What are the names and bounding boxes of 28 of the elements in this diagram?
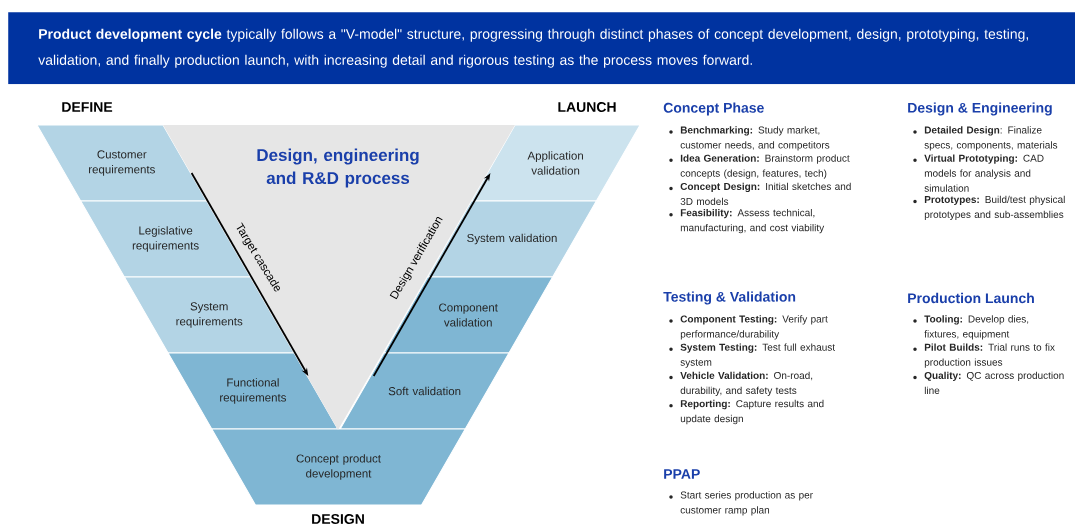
section-heading: Concept Phase [663, 102, 764, 116]
bullet-item: Start series production as per customer ramp plan [680, 491, 813, 516]
bullet-item: Idea Generation: Brainstorm product concepts (design, features, tech) [680, 154, 850, 179]
bullet-item: Vehicle Validation: On-road, durability, and safety tests [680, 371, 813, 396]
bullet-item: System Testing: Test full exhaust system [680, 343, 835, 368]
requirement-band: Customer requirements [36, 124, 208, 202]
header-banner: Product development cycle typically follows a "V-model" structure, progressing through distinct phases of concept development, design, prototyping, testing, validation, and finally production launch, with increasing detail and rigorous testing as the process moves forward. [8, 12, 1075, 85]
development-band: Concept product development [211, 428, 466, 506]
validation-band: Soft validation [339, 352, 510, 430]
bullet-item: Prototypes: Build/test physical prototypes and sub-assemblies [924, 195, 1065, 220]
stage-label: LAUNCH [558, 102, 616, 112]
bullet-item: Component Testing: Verify part performance/durability [680, 315, 828, 340]
section-heading: Design & Engineering [908, 102, 1052, 116]
bullet-item: Feasibility: Assess technical, manufacturing, and cost viability [680, 208, 825, 234]
section-heading: Production Launch [908, 292, 1034, 304]
validation-band: Application validation [470, 124, 641, 202]
bullet-item: Reporting: Capture results and update design [680, 399, 824, 425]
bullet-item: Virtual Prototyping: CAD models for analysis and simulation [924, 154, 1044, 192]
requirement-band: Functional requirements [167, 352, 339, 430]
bullet-item: Benchmarking: Study market, customer needs, and competitors [680, 126, 830, 151]
section-heading: PPAP [664, 469, 700, 479]
section-heading: Testing & Validation [663, 291, 796, 305]
bullet-item: Concept Design: Initial sketches and 3D models [680, 182, 851, 205]
stage-label: DEFINE [62, 102, 113, 112]
bullet-item: Tooling: Develop dies, fixtures, equipment [924, 315, 1029, 340]
bullet-item: Quality: QC across production line [924, 371, 1064, 394]
bullet-item: Pilot Builds: Trial runs to fix production issues [924, 343, 1055, 368]
bullet-item: Detailed Design: Finalize specs, components, materials [924, 126, 1058, 151]
